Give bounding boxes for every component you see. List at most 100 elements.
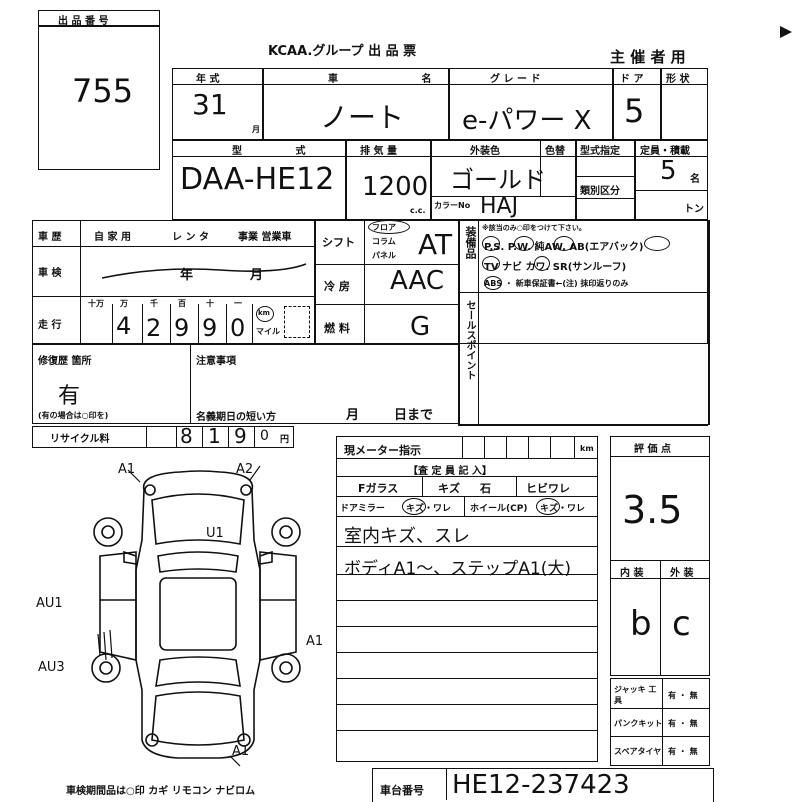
repair-value: 有 (58, 384, 81, 409)
usage-option-private: 自 家 用 (94, 232, 131, 243)
load-unit: トン (684, 204, 704, 215)
deadline-label: 名義期日の短い方 (196, 412, 276, 423)
mileage-digit-4: 9 (202, 314, 218, 342)
wheel-options: キズ・ワレ (540, 504, 586, 514)
ac-label: 冷 房 (324, 280, 350, 293)
deadline-day: 日まで (394, 408, 434, 423)
color-number-label: カラーNo (434, 201, 471, 210)
km-circle-icon (256, 306, 274, 322)
shift-option-panel: パネル (372, 251, 396, 260)
notes-label: 注意事項 (196, 356, 236, 367)
jack-tools-label: ジャッキ 工 具 (614, 685, 657, 705)
diagram-mark-u1-hood: U1 (206, 526, 224, 541)
inspection-label: 車 検 (38, 268, 62, 279)
corner-mark-icon (780, 26, 792, 38)
recycle-label: リサイクル料 (50, 434, 110, 445)
f-glass-label: Fガラス (358, 482, 399, 495)
color-number-value: HAJ (480, 194, 519, 219)
recycle-digit-2: 1 (208, 424, 221, 448)
capacity-label: 定員・積載 (640, 146, 690, 157)
spare-tire-label: スペアタイヤ (614, 747, 662, 756)
car-name-label: 車 名 (328, 74, 432, 85)
sales-points-label: セールスポイント (464, 300, 475, 380)
f-glass-option-scratch: キズ (438, 482, 460, 495)
usage-label: 車 歴 (38, 232, 62, 243)
usage-option-business: 事業 営業車 (238, 232, 292, 243)
mileage-digit-1: 4 (116, 312, 132, 340)
usage-option-rental: レ ン タ (172, 232, 209, 243)
displacement-value: 1200 (362, 172, 429, 202)
digit-header-1: 一 (234, 299, 242, 308)
equipment-line-3: ABS ・ 新車保証書←(注) 抹印返りのみ (484, 279, 629, 288)
month-unit: 月 (252, 125, 260, 134)
car-name-value: ノート (320, 101, 405, 134)
row1-frame (172, 68, 708, 140)
diagram-mark-a2-front-right: A2 (236, 462, 254, 477)
shift-label: シフト (322, 236, 355, 249)
ps-circle-icon (482, 236, 500, 251)
equipment-line-2: TV ナビ カワ. SR(サンルーフ) (484, 262, 627, 273)
capacity-value: 5 (660, 156, 677, 186)
year-label: 年 式 (196, 74, 220, 85)
digit-header-10k: 万 (120, 299, 128, 308)
mileage-label: 走 行 (38, 320, 62, 331)
door-value: 5 (624, 92, 645, 130)
accessories-frame (610, 678, 710, 766)
tv-circle-icon (482, 256, 500, 271)
remarks-line-2: ボディA1〜、ステップA1(大) (344, 559, 571, 579)
exterior-color-value: ゴールド (450, 166, 546, 194)
displacement-label: 排 気 量 (360, 146, 397, 157)
chassis-frame (372, 768, 714, 802)
organizer-label: 主 催 者 用 (610, 48, 686, 66)
diagram-mark-a1-rear: A1 (232, 744, 250, 759)
lot-number-label: 出 品 番 号 (58, 16, 109, 27)
grade-label: グ レ ー ド (490, 74, 541, 85)
inspection-strike-line (101, 263, 307, 279)
wheel-scratch-circle-icon (536, 498, 560, 515)
shift-value: AT (418, 228, 453, 261)
f-glass-option-stone: 石 (480, 482, 491, 495)
lot-number-box (38, 10, 160, 170)
mileage-extra-box (284, 306, 310, 338)
score-value: 3.5 (622, 488, 683, 532)
recycle-unit: 円 (280, 435, 290, 445)
exterior-color-label: 外装色 (470, 146, 500, 157)
included-items-label: 車検期間品は○印 カギ リモコン ナビロム (66, 786, 256, 797)
door-mirror-label: ドアミラー (340, 504, 385, 514)
shade-label: 色替 (545, 146, 565, 157)
section3-frame (32, 220, 708, 344)
recycle-digit-4: 0 (260, 428, 269, 444)
remarks-line-1: 室内キズ、スレ (344, 526, 470, 547)
grade-value: e-パワー X (462, 106, 592, 136)
mileage-digit-5: 0 (230, 314, 246, 342)
mirror-scratch-circle-icon (402, 498, 426, 515)
abs-circle-icon (484, 276, 502, 290)
chassis-label: 車台番号 (380, 784, 424, 797)
inspection-year-unit: 年 (180, 268, 194, 283)
section4-frame (32, 344, 460, 424)
pw-circle-icon (514, 236, 534, 251)
exterior-value: c (672, 604, 691, 644)
remarks-frame (336, 436, 598, 762)
equipment-label: 装備品 (464, 226, 477, 259)
car-damage-diagram (91, 465, 301, 767)
equipment-note: ※該当のみ○印をつけて下さい。 (482, 224, 586, 232)
diagram-mark-a1-front-left: A1 (118, 462, 136, 477)
airbag-circle-icon (644, 236, 670, 251)
puncture-kit-label: パンクキット (614, 719, 663, 728)
model-label: 型 式 (232, 146, 306, 157)
door-label: ド ア (620, 74, 644, 85)
digit-header-100: 百 (178, 299, 186, 308)
diagram-mark-au3-left-rear: AU3 (38, 660, 65, 675)
repair-note: (有の場合は○印を) (38, 411, 109, 420)
spare-tire-value: 有 ・ 無 (668, 747, 698, 756)
aw-circle-icon (554, 236, 574, 251)
fuel-label: 燃 料 (324, 322, 350, 335)
diagram-mark-au1-left-side: AU1 (36, 596, 63, 611)
year-value: 31 (192, 88, 228, 121)
shape-label: 形 状 (666, 74, 690, 85)
chassis-value: HE12-237423 (452, 770, 630, 800)
model-value: DAA-HE12 (180, 162, 335, 197)
digit-header-1k: 千 (150, 299, 158, 308)
displacement-unit: c.c. (410, 206, 426, 215)
